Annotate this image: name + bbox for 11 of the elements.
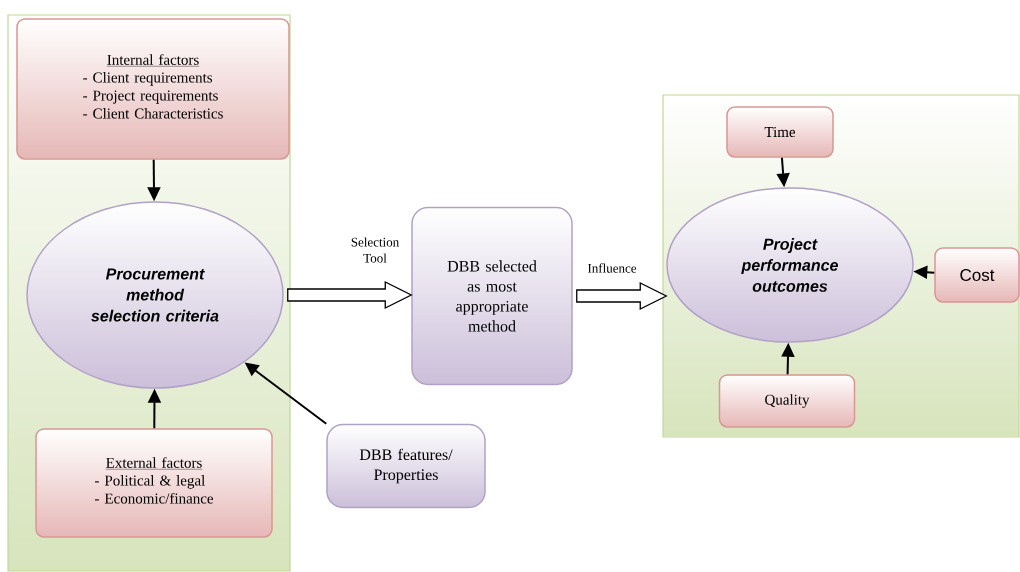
edge-label: Influence	[587, 263, 637, 273]
factor-box: Cost	[934, 247, 1020, 303]
block-arrow	[576, 281, 668, 311]
factor-box: External factors - Political & legal - Economic/finance	[35, 428, 273, 538]
factor-box: Time	[726, 106, 834, 158]
block-arrow	[287, 280, 413, 310]
edge-label: Selection Tool	[351, 237, 399, 263]
process-box: DBB selected as most appropriate method	[411, 206, 573, 386]
process-box: DBB features/ Properties	[326, 423, 486, 509]
factor-box: Quality	[718, 374, 856, 428]
factor-box: Internal factors - Client requirements - Project requirements - Client Characteristics	[16, 18, 290, 160]
